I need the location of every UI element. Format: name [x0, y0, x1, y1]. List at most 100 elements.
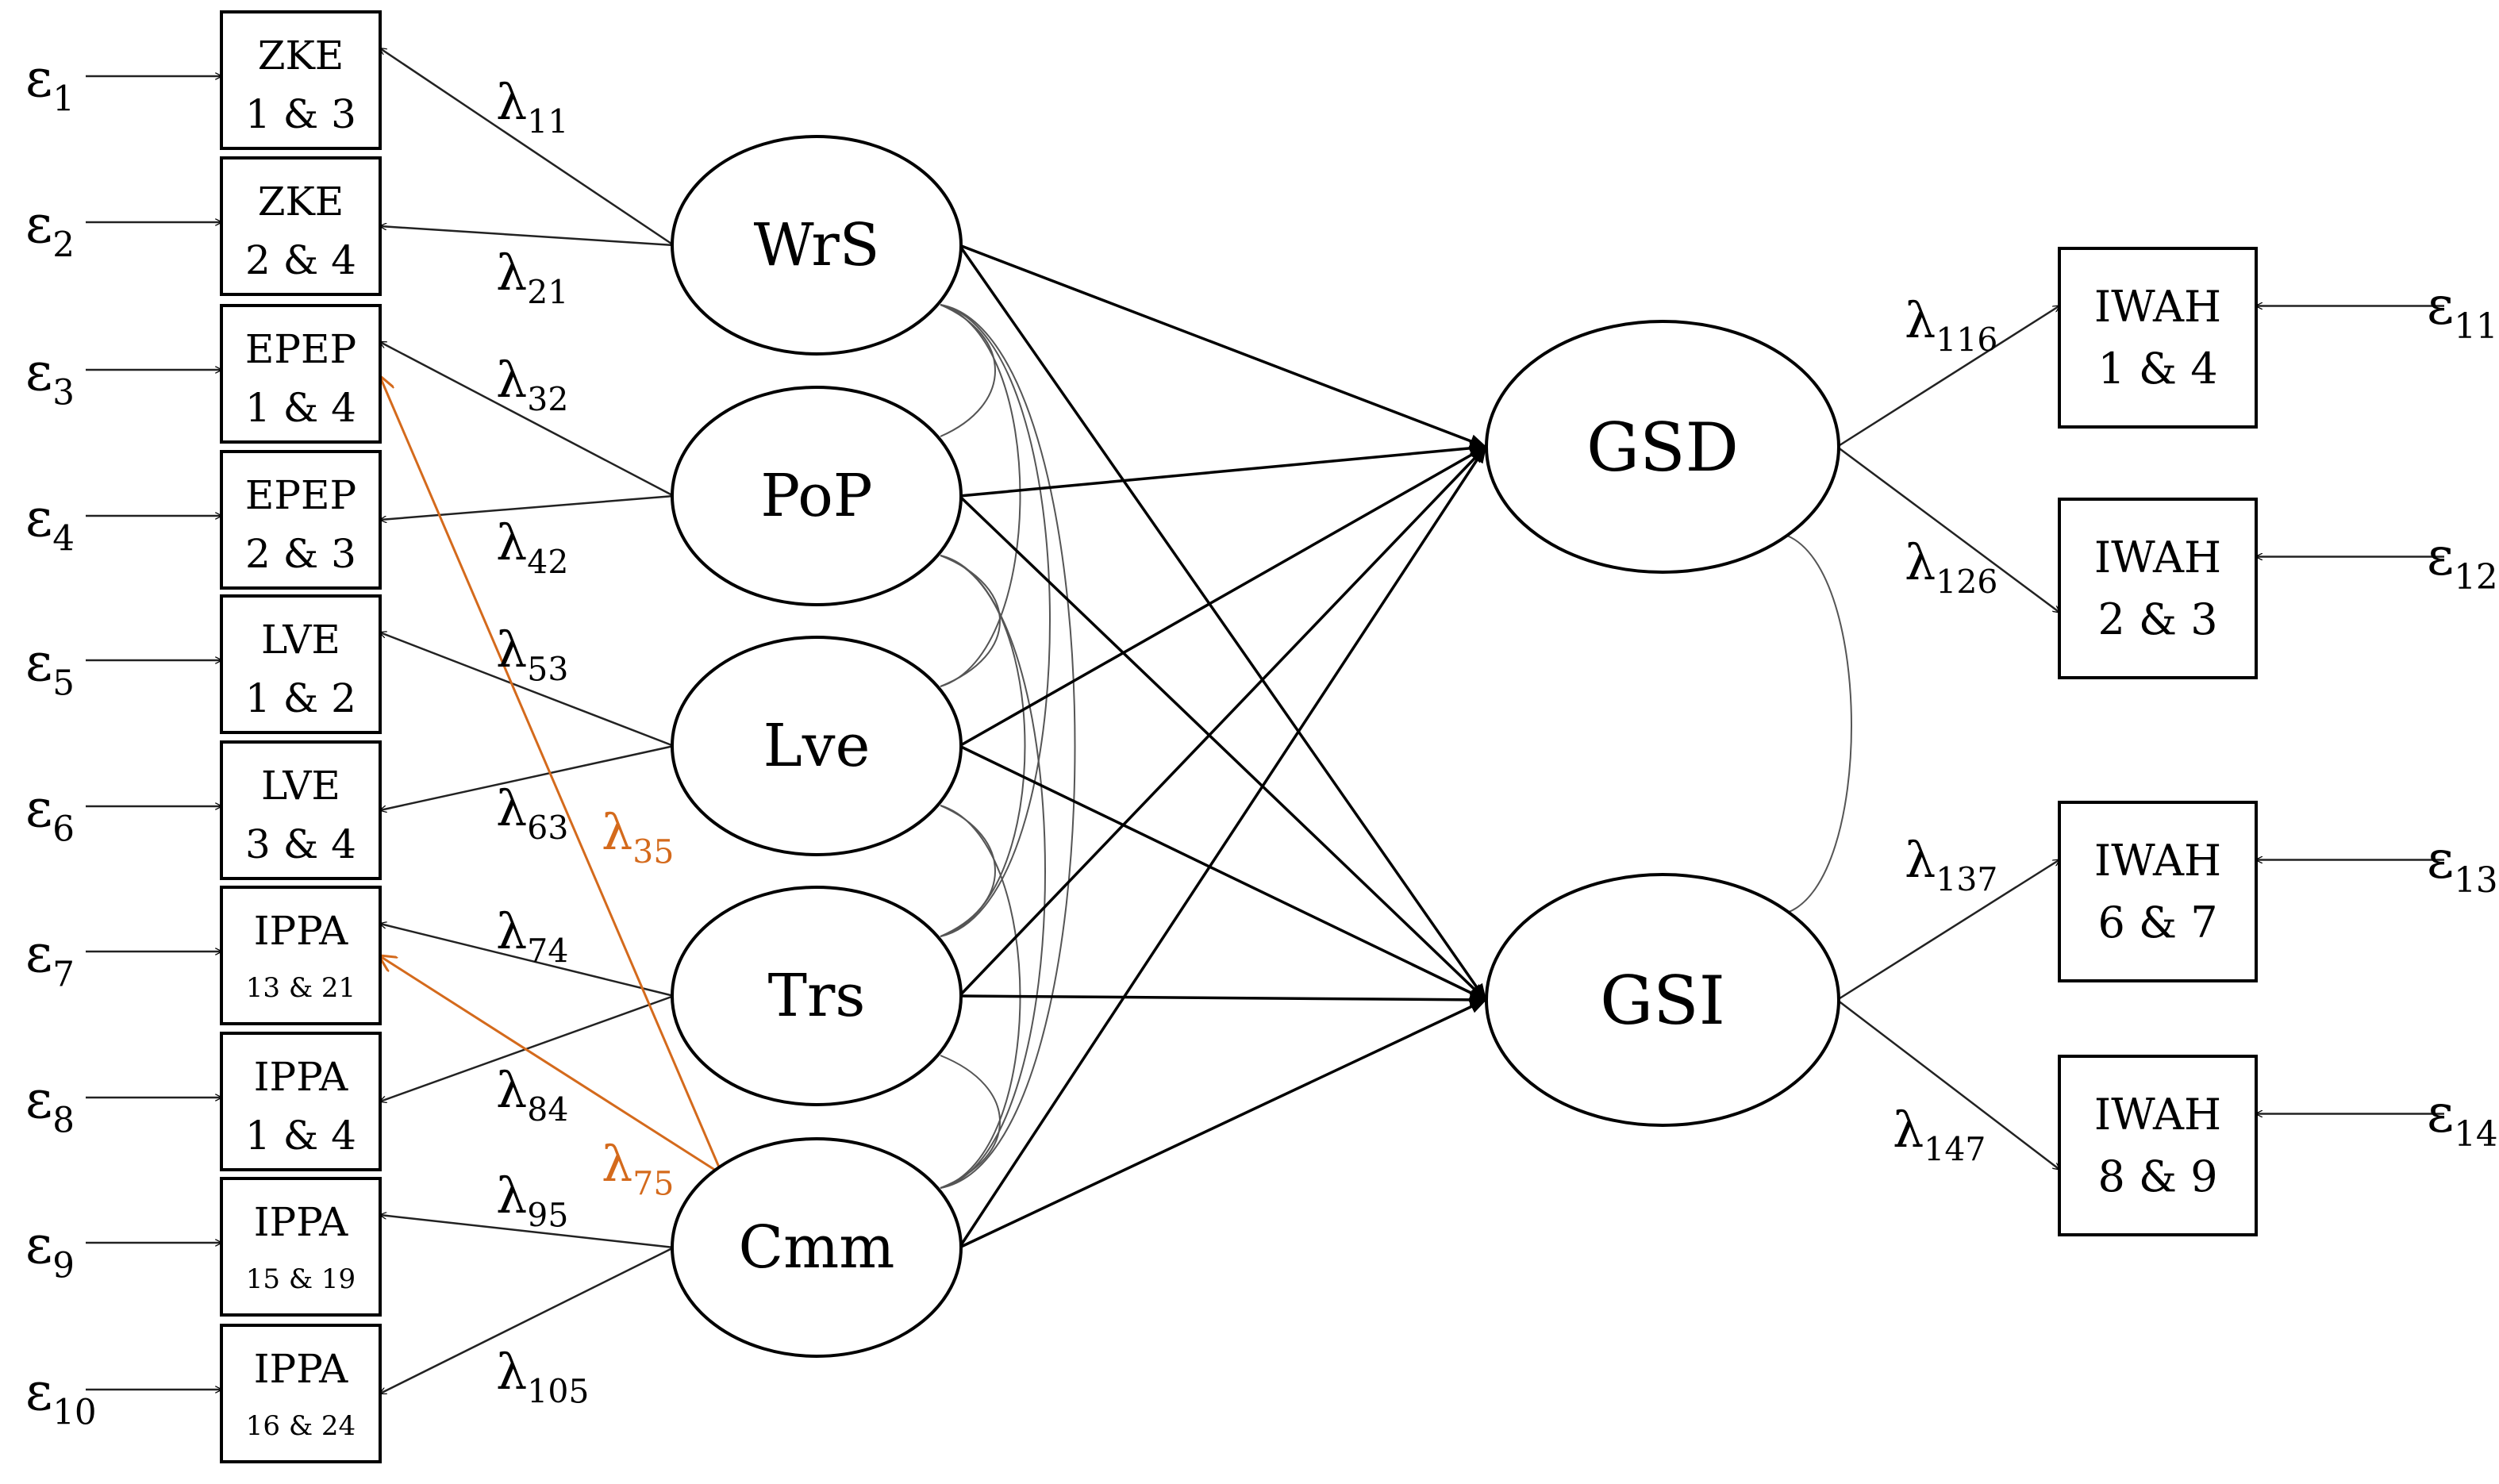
indicator-box-frame — [2058, 247, 2258, 429]
loading-label: λ84 — [496, 1061, 568, 1128]
latent-name: PoP — [760, 462, 872, 530]
latent-factor: GSI — [1485, 873, 1840, 1127]
indicator-box: IPPA 16 & 24 — [220, 1324, 382, 1463]
indicator-items: 1 & 3 — [245, 91, 356, 137]
error-term-label: ε7 — [25, 923, 75, 994]
latent-name: Trs — [768, 962, 866, 1030]
indicator-name: IPPA — [254, 908, 348, 954]
structural-path-to-gsi — [959, 998, 1487, 1249]
indicator-name: ZKE — [258, 179, 344, 225]
indicator-box-frame — [220, 10, 382, 150]
loading-label: λ105 — [496, 1343, 589, 1410]
latent-correlation-curve — [940, 304, 996, 437]
structural-path-to-gsd — [958, 445, 1487, 1248]
indicator-name: IWAH — [2094, 532, 2221, 582]
loading-label: λ63 — [496, 779, 568, 847]
structural-path-to-gsd — [959, 244, 1488, 448]
loading-path — [380, 1246, 675, 1395]
error-term-label: ε6 — [25, 778, 75, 849]
loading-path — [380, 48, 675, 247]
indicator-name: IPPA — [254, 1054, 348, 1100]
indicator-items: 13 & 21 — [246, 972, 356, 1004]
latent-correlation-curve — [940, 555, 1001, 687]
indicator-box: IPPA 13 & 21 — [220, 886, 382, 1025]
indicator-items: 2 & 3 — [245, 531, 356, 577]
indicator-items: 8 & 9 — [2097, 1151, 2217, 1201]
latent-ellipse — [671, 886, 963, 1106]
structural-path-to-gsi — [958, 494, 1487, 1002]
latent-name: GSD — [1586, 409, 1739, 486]
error-term-label: ε1 — [25, 48, 75, 119]
error-term-label: ε4 — [25, 487, 75, 559]
latent-correlation-curve — [940, 805, 996, 937]
latent-factor: Lve — [671, 636, 963, 856]
structural-path-to-gsd — [959, 445, 1487, 748]
latent-ellipse — [671, 135, 963, 356]
loading-label: λ53 — [496, 621, 568, 688]
indicator-items: 2 & 4 — [245, 237, 356, 283]
indicator-name: LVE — [261, 617, 340, 663]
indicator-items: 3 & 4 — [245, 821, 356, 867]
latent-factor: WrS — [671, 135, 963, 356]
indicator-box-frame — [2058, 1055, 2258, 1236]
cross-loading-path-epep14 — [380, 377, 724, 1175]
latent-name: GSI — [1600, 962, 1725, 1040]
indicator-box-frame — [220, 156, 382, 296]
error-term-label: ε5 — [25, 632, 75, 703]
indicator-box: EPEP 2 & 3 — [220, 450, 382, 590]
error-arrows — [86, 76, 2444, 1390]
loading-path — [380, 340, 675, 498]
indicator-name: EPEP — [245, 472, 356, 518]
loading-path — [380, 744, 675, 810]
loading-label: λ74 — [496, 902, 568, 970]
indicator-box-frame — [2058, 498, 2258, 679]
latent-ellipse — [671, 386, 963, 606]
error-term-label: ε14 — [2427, 1083, 2498, 1155]
indicator-box-frame — [220, 594, 382, 734]
indicator-name: IPPA — [254, 1346, 348, 1392]
latent-correlation-curve — [940, 555, 1046, 1189]
structural-path-to-gsi — [959, 744, 1487, 1002]
structural-paths — [958, 244, 1488, 1249]
latent-correlation-curve — [940, 304, 1076, 1189]
latent-name: Lve — [763, 712, 871, 780]
loading-label: λ126 — [1905, 533, 1997, 601]
loading-label: λ116 — [1905, 291, 1997, 359]
error-term-label: ε3 — [25, 341, 75, 413]
loading-label: λ21 — [496, 244, 568, 311]
gsd-gsi-correlation-curve — [1786, 535, 1852, 913]
error-term-label: ε2 — [25, 194, 75, 265]
indicator-box-frame — [220, 304, 382, 444]
loading-path — [1836, 999, 2059, 1170]
diagram-labels: ε1ε2ε3ε4ε5ε6ε7ε8ε9ε10ε11ε12ε13ε14λ11λ21λ… — [25, 48, 2498, 1432]
cross-loading-label: λ35 — [602, 803, 674, 871]
indicator-name: IWAH — [2094, 836, 2221, 886]
indicator-items: 1 & 4 — [2097, 344, 2217, 394]
error-term-label: ε12 — [2427, 526, 2498, 598]
indicator-box-frame — [220, 1032, 382, 1171]
indicator-items: 16 & 24 — [246, 1410, 356, 1442]
latent-factor: Trs — [671, 886, 963, 1106]
loading-path — [1836, 445, 2059, 613]
error-term-label: ε13 — [2427, 829, 2498, 901]
indicator-box-frame — [220, 450, 382, 590]
loading-label: λ11 — [496, 73, 568, 140]
latent-factor: Cmm — [671, 1137, 963, 1358]
latent-correlation-curve — [940, 1055, 1001, 1189]
loading-label: λ137 — [1905, 831, 1997, 898]
loading-path — [380, 226, 675, 247]
latent-factor: GSD — [1485, 320, 1840, 574]
indicator-items: 1 & 4 — [245, 385, 356, 431]
loading-path — [380, 924, 675, 998]
loading-path — [380, 1215, 675, 1249]
loading-label: λ147 — [1893, 1101, 1986, 1168]
indicator-name: ZKE — [258, 33, 344, 79]
